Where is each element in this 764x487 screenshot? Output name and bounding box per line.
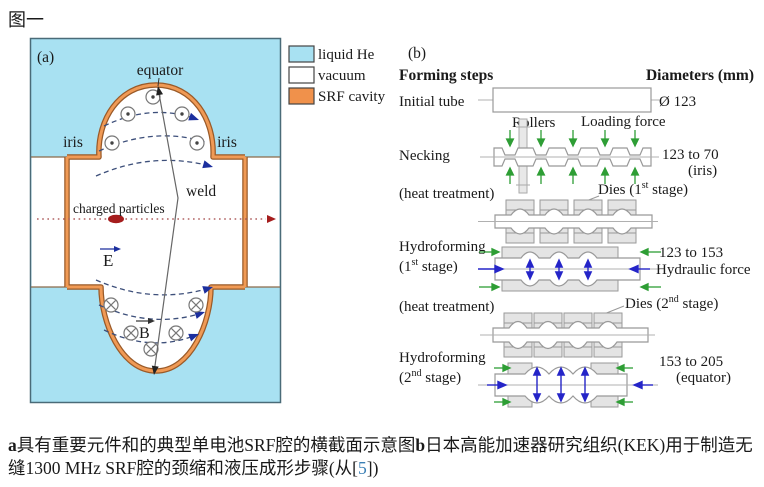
column-diameters: Diameters (mm) [646, 67, 754, 84]
hydro-2-hydraulic-arrows [487, 366, 653, 403]
reference-5-link[interactable]: 5 [358, 457, 367, 478]
panel-a-diagram: E B (a) equator iris iris weld charged p… [29, 37, 282, 404]
e-field-text: E [103, 251, 113, 270]
caption-text-a: 具有重要元件和的典型单电池SRF腔的横截面示意图 [16, 434, 416, 455]
legend-swatch-srf-cavity [288, 87, 315, 105]
figure-number-label: 图一 [8, 10, 44, 30]
dies-1-blocks [505, 199, 637, 244]
initial-tube-label: Initial tube [399, 94, 465, 110]
equator-pointer [157, 77, 160, 87]
necking-diameter: 123 to 70 [662, 147, 719, 163]
panel-a-label: (a) [37, 49, 54, 66]
legend-label-srf-cavity: SRF cavity [318, 89, 386, 105]
initial-tube-diameter: Ø 123 [659, 94, 696, 110]
b-field-text: B [139, 325, 150, 342]
lower-cell-vacuum [101, 287, 211, 371]
heat-treatment-2-label: (heat treatment) [399, 299, 494, 315]
hydroforming-2-diameter-note: (equator) [676, 370, 731, 386]
hydroforming-1-label: Hydroforming [399, 239, 486, 255]
loading-force-arrows-up [505, 166, 640, 184]
beam-pipe-vacuum [31, 157, 280, 287]
heat-treatment-1-label: (heat treatment) [399, 186, 494, 202]
equator-label: equator [137, 62, 184, 79]
initial-tube-shape [492, 87, 652, 113]
hydroforming-1-diameter: 123 to 153 [659, 245, 723, 261]
caption-panel-b-marker: b [415, 434, 426, 455]
iris-right-label: iris [217, 134, 237, 151]
necking-diameter-note: (iris) [688, 163, 717, 179]
upper-cell-vacuum [98, 85, 214, 157]
beam-direction-arrowhead [267, 215, 276, 223]
hydro-1-hydraulic-arrows [478, 258, 650, 281]
necking-label: Necking [399, 148, 450, 164]
initial-tube-row: Initial tube Ø 123 [399, 87, 696, 113]
weld-indicator [151, 86, 179, 375]
caption-suffix: ]) [366, 457, 379, 478]
legend-swatch-vacuum [288, 66, 315, 84]
b-field-in-symbols [103, 297, 204, 357]
weld-label: weld [186, 183, 216, 200]
charged-particle-bunch [108, 214, 124, 224]
hydroforming-1-stage: (1st stage) [399, 257, 458, 275]
hydraulic-force-label: Hydraulic force [656, 262, 751, 278]
dies-2-label: Dies (2nd stage) [625, 294, 718, 312]
hydroforming-2-diameter: 153 to 205 [659, 354, 723, 370]
panel-b-diagram: (b) Forming steps Diameters (mm) Initial… [399, 45, 754, 408]
b-field-out-symbols [104, 89, 205, 151]
loading-force-arrows-down [505, 130, 640, 148]
necking-row: Rollers Loading force Necking 123 to [399, 114, 719, 194]
column-forming-steps: Forming steps [399, 67, 493, 84]
pipe-boundary-lines [31, 156, 280, 288]
dies-1-label: Dies (1st stage) [598, 180, 688, 198]
legend-swatch-liquid-he [288, 45, 315, 63]
hydro-1-green-arrows [479, 247, 661, 292]
iris-left-label: iris [63, 134, 83, 151]
caption-text-b: 日本高能加速器研究组织(KEK)用于制造无缝1300 MHz SRF腔的颈缩和液… [8, 434, 753, 478]
hydroforming-2-row: Hydroforming (2nd stage) 153 to 205 [399, 350, 731, 408]
legend-label-vacuum: vacuum [318, 68, 366, 84]
legend-label-liquid-he: liquid He [318, 47, 375, 63]
hydroforming-2-label: Hydroforming [399, 350, 486, 366]
hydro-2-green-arrows [494, 363, 633, 407]
charged-particles-label: charged particles [73, 201, 165, 216]
hydroforming-2-stage: (2nd stage) [399, 368, 461, 386]
roller-ticks [516, 126, 530, 186]
b-field-label: B [136, 318, 155, 342]
e-field-label: E [100, 246, 121, 270]
dies-2-stage [480, 312, 655, 358]
charged-particle-beamline [37, 214, 276, 224]
panel-b-label: (b) [408, 45, 426, 62]
loading-force-label: Loading force [581, 114, 666, 130]
legend: liquid He vacuum SRF cavity [288, 45, 386, 105]
dies-1-stage [478, 199, 658, 244]
hydroforming-1-row: Hydroforming (1st stage) 123 to 153 Hydr… [399, 239, 751, 292]
caption-panel-a-marker: a [8, 434, 17, 455]
figure-canvas: E B (a) equator iris iris weld charged p… [29, 37, 754, 408]
figure-caption: a具有重要元件和的典型单电池SRF腔的横截面示意图b日本高能加速器研究组织(KE… [8, 434, 758, 480]
